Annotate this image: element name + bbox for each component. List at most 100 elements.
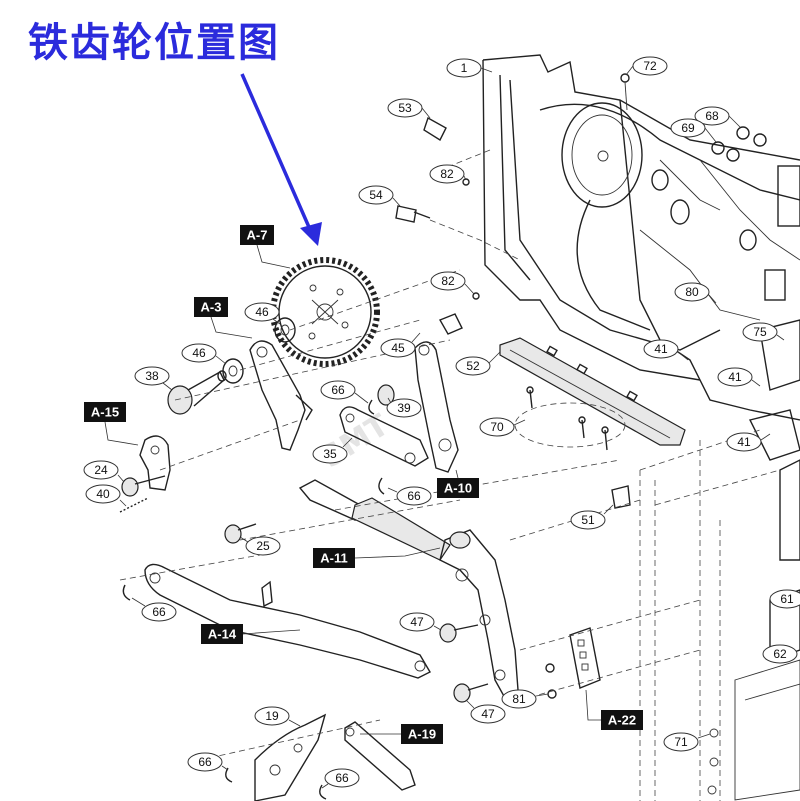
part-number: 66 [187, 752, 223, 772]
cylinder-a11 [298, 479, 519, 699]
e-clip [225, 767, 233, 783]
svg-text:46: 46 [192, 346, 206, 360]
svg-text:19: 19 [265, 709, 279, 723]
pointer-arrow [240, 73, 322, 246]
watermark: SMT [315, 407, 395, 475]
part-number: 46 [244, 302, 280, 322]
svg-text:66: 66 [152, 605, 166, 619]
iron-gear [270, 257, 380, 367]
svg-text:A-3: A-3 [201, 300, 222, 315]
svg-text:46: 46 [255, 305, 269, 319]
svg-text:71: 71 [674, 735, 688, 749]
tag-a10: A-10 [437, 478, 479, 498]
part-number: 41 [643, 339, 679, 359]
svg-text:35: 35 [323, 447, 337, 461]
svg-text:47: 47 [410, 615, 424, 629]
svg-text:A-10: A-10 [444, 481, 472, 496]
part-number: 82 [429, 164, 465, 184]
part-number: 19 [254, 706, 290, 726]
svg-text:82: 82 [441, 274, 455, 288]
svg-text:52: 52 [466, 359, 480, 373]
part-number: 66 [141, 602, 177, 622]
part-number: 35 [312, 444, 348, 464]
part-number: 46 [181, 343, 217, 363]
part-number: 61 [769, 589, 800, 609]
svg-text:51: 51 [581, 513, 595, 527]
svg-text:A-7: A-7 [247, 228, 268, 243]
tag-a11: A-11 [313, 548, 355, 568]
stud [395, 205, 417, 223]
svg-text:38: 38 [145, 369, 159, 383]
part-number: 41 [717, 367, 753, 387]
part-number: 68 [694, 106, 730, 126]
svg-text:66: 66 [407, 489, 421, 503]
svg-text:82: 82 [440, 167, 454, 181]
part-number: 75 [742, 322, 778, 342]
tag-a19: A-19 [401, 724, 443, 744]
svg-text:40: 40 [96, 487, 110, 501]
svg-text:72: 72 [643, 59, 657, 73]
svg-text:A-19: A-19 [408, 727, 436, 742]
svg-text:A-22: A-22 [608, 713, 636, 728]
part-number: 47 [399, 612, 435, 632]
part-number: 80 [674, 282, 710, 302]
part-number: 41 [726, 432, 762, 452]
part-number: 53 [387, 98, 423, 118]
assembly-tags: A-7 A-3 A-15 A-10 A-11 A-14 A-19 A-22 [84, 225, 643, 744]
part-number: 54 [358, 185, 394, 205]
part-number: 66 [396, 486, 432, 506]
screw [453, 683, 471, 703]
svg-text:47: 47 [481, 707, 495, 721]
part-number: 66 [320, 380, 356, 400]
page-title: 铁齿轮位置图 [28, 20, 280, 66]
svg-text:41: 41 [737, 435, 751, 449]
part-number: 25 [245, 536, 281, 556]
connector-a22 [545, 627, 601, 699]
svg-text:A-15: A-15 [91, 405, 119, 420]
svg-text:81: 81 [512, 692, 526, 706]
svg-text:62: 62 [773, 647, 787, 661]
tag-a7: A-7 [240, 225, 274, 245]
svg-text:66: 66 [198, 755, 212, 769]
part-number: 51 [570, 510, 606, 530]
part-number-bubbles: 1 72 53 68 69 82 54 82 46 46 38 45 52 80… [83, 56, 800, 789]
washer [222, 358, 244, 384]
svg-text:80: 80 [685, 285, 699, 299]
svg-text:24: 24 [94, 463, 108, 477]
tag-a3: A-3 [194, 297, 228, 317]
part-number: 72 [632, 56, 668, 76]
part-number: 45 [380, 338, 416, 358]
svg-text:45: 45 [391, 341, 405, 355]
e-clip [378, 477, 385, 495]
part-number: 24 [83, 460, 119, 480]
shaft [423, 116, 447, 142]
svg-text:69: 69 [681, 121, 695, 135]
link-a10 [339, 341, 459, 473]
part-number: 62 [762, 644, 798, 664]
svg-text:68: 68 [705, 109, 719, 123]
e-clip [319, 784, 327, 800]
svg-text:66: 66 [331, 383, 345, 397]
bar-a14 [122, 563, 431, 679]
e-clip [368, 399, 375, 415]
part-number: 47 [470, 704, 506, 724]
nuts [711, 126, 767, 162]
part-number: 69 [670, 118, 706, 138]
tag-a15: A-15 [84, 402, 126, 422]
svg-text:66: 66 [335, 771, 349, 785]
svg-text:41: 41 [728, 370, 742, 384]
svg-text:53: 53 [398, 101, 412, 115]
bushing [438, 313, 463, 335]
main-frame [482, 54, 800, 801]
part-number: 52 [455, 356, 491, 376]
svg-text:A-11: A-11 [320, 551, 347, 566]
washer [274, 317, 296, 343]
standoff [611, 485, 631, 509]
svg-text:75: 75 [753, 325, 767, 339]
bracket-a15 [119, 435, 171, 513]
link-a19 [254, 713, 416, 801]
part-number: 1 [446, 58, 482, 78]
part-number: 38 [134, 366, 170, 386]
rail-bar [499, 337, 686, 446]
